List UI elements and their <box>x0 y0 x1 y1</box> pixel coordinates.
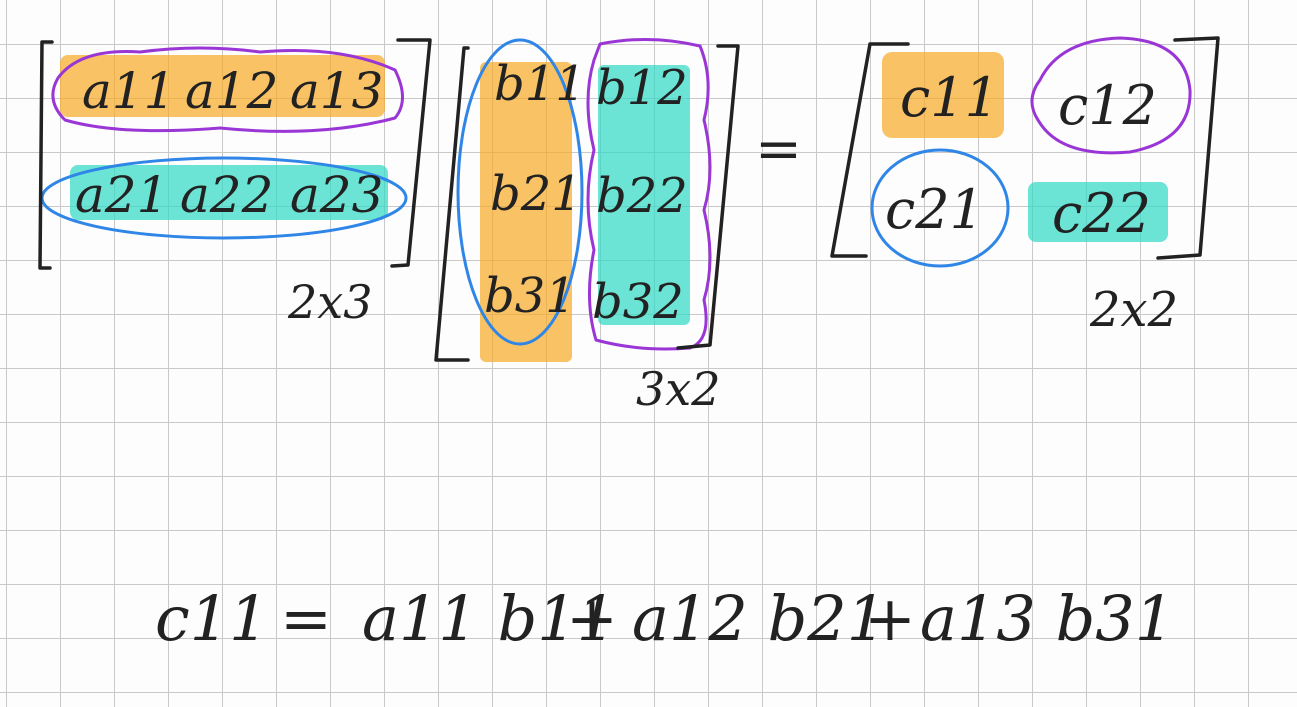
c-left-bracket <box>830 42 910 258</box>
c12-outline <box>1030 36 1192 155</box>
formula-term-2: a12 b21 <box>632 582 886 655</box>
matrix-b: b11 b21 b31 b12 b22 b32 3x2 <box>434 37 740 416</box>
b12-entry: b12 <box>596 60 688 116</box>
a22-entry: a22 <box>180 166 273 224</box>
c21-entry: c21 <box>885 178 984 241</box>
a21-entry: a21 <box>75 166 168 224</box>
matrix-a: a11 a12 a13 a21 a22 a23 2x3 <box>38 38 432 329</box>
b-col1-highlight <box>480 62 572 362</box>
a-row2-highlight <box>70 165 388 220</box>
a12-entry: a12 <box>185 62 278 120</box>
b-col2-highlight <box>598 65 690 325</box>
formula-lhs: c11 <box>155 582 269 655</box>
a-row1-highlight <box>60 55 385 117</box>
b-col2-outline <box>586 37 712 351</box>
c21-outline <box>870 148 1010 268</box>
b-col1-outline <box>456 38 584 346</box>
b-left-bracket <box>434 46 470 362</box>
b21-entry: b21 <box>490 166 582 222</box>
b-size-label: 3x2 <box>636 362 720 416</box>
formula-plus-1: + <box>566 582 618 655</box>
c12-entry: c12 <box>1058 74 1157 137</box>
a11-entry: a11 <box>82 62 175 120</box>
a-left-bracket <box>38 40 54 270</box>
c-right-bracket <box>1156 36 1220 260</box>
c22-entry: c22 <box>1052 182 1151 245</box>
b11-entry: b11 <box>494 56 586 112</box>
formula-term-3: a13 b31 <box>920 582 1174 655</box>
a-right-bracket <box>390 38 432 268</box>
b32-entry: b32 <box>592 274 684 330</box>
formula-term-1: a11 b11 <box>362 582 616 655</box>
b22-entry: b22 <box>596 168 688 224</box>
a23-entry: a23 <box>290 166 383 224</box>
c-size-label: 2x2 <box>1089 282 1178 338</box>
c22-highlight <box>1028 182 1168 242</box>
formula-plus-2: + <box>864 582 916 655</box>
a-row1-outline <box>51 46 404 133</box>
b31-entry: b31 <box>484 268 576 324</box>
matrix-c: c11 c12 c21 c22 2x2 <box>830 36 1220 338</box>
a-size-label: 2x3 <box>287 275 372 329</box>
c11-entry: c11 <box>900 66 999 129</box>
c11-highlight <box>882 52 1004 138</box>
a13-entry: a13 <box>290 62 383 120</box>
equals-sign: = <box>755 117 802 182</box>
b-right-bracket <box>676 44 740 350</box>
c11-formula: c11 = a11 b11 + a12 b21 + a13 b31 <box>155 582 1174 655</box>
formula-equals: = <box>280 582 332 655</box>
